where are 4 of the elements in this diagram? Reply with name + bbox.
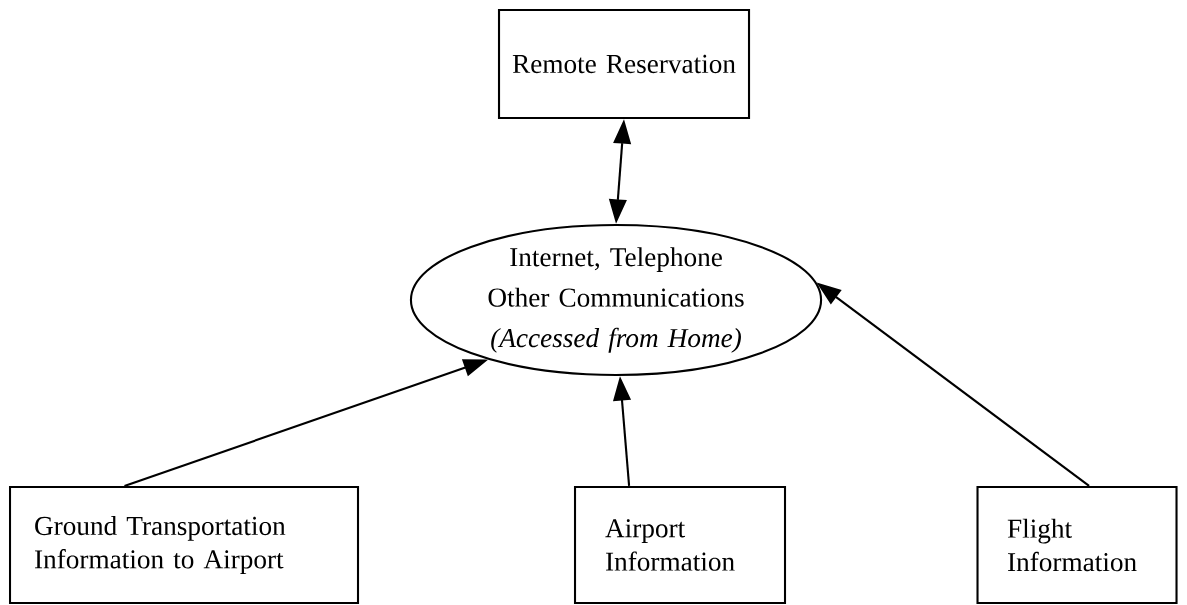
process-box: Remote Reservation (497, 8, 751, 120)
process-box: Ground Transportation Information to Airport (8, 485, 360, 605)
process-box: Airport Information (573, 485, 787, 605)
process-box: Flight Information (976, 485, 1178, 605)
